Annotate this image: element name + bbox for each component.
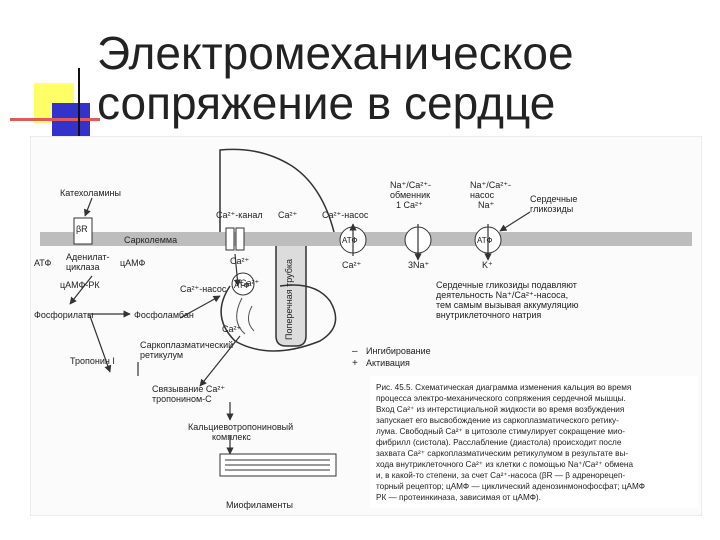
legend-minus-sign: – [352, 346, 358, 357]
sr-folds [236, 297, 255, 335]
label-glycosides-2: гликозиды [530, 204, 573, 214]
label-exchanger-2: обменник [390, 190, 430, 200]
t-tubule-shape [275, 246, 307, 347]
label-complex-2: комплекс [212, 432, 251, 442]
label-t-tubule: Поперечная трубка [284, 259, 294, 340]
caption-line-9: и, в какой-то степени, за счет Ca²⁺-насо… [376, 471, 625, 480]
label-ca-pump-top: Ca²⁺-насос [322, 210, 369, 220]
label-glycosides-1: Сердечные [530, 194, 577, 204]
label-k-ion: K⁺ [482, 260, 493, 270]
legend-plus-sign: + [352, 358, 358, 369]
label-exchanger-3: 1 Ca²⁺ [396, 200, 423, 210]
label-ca-pump-sr: Ca²⁺-насос [180, 284, 227, 294]
label-sarcolemma: Сарколемма [124, 235, 177, 245]
label-atp-pump: АТФ [342, 236, 357, 245]
caption-line-8: хода внутриклеточного Ca²⁺ из клетки с п… [376, 460, 633, 469]
label-exchanger-out: 3Na⁺ [408, 260, 430, 270]
arrow-ca-binding [199, 335, 241, 387]
cell-outline [219, 148, 335, 233]
label-troponin-i: Тропонин I [70, 356, 115, 366]
caption-line-4: запускает его высвобождение из саркоплаз… [376, 416, 619, 425]
ca-channel-gate-1 [225, 227, 235, 251]
legend-activate: Активация [366, 358, 410, 368]
arrow-catecholamines [83, 197, 93, 217]
ca-channel-gate-2 [235, 227, 245, 251]
arrow-sr-pump [179, 295, 221, 319]
slide-title-line2: сопряжение в сердце [97, 77, 556, 129]
label-adenylate-2: циклаза [66, 262, 100, 272]
label-camp-pk: цАМФ-РК [60, 280, 100, 290]
label-ca-channel: Ca²⁺-канал [216, 210, 263, 220]
label-ca-sr-2: Ca²⁺ [222, 324, 242, 334]
label-phospholamban: Фосфоламбан [134, 310, 194, 320]
label-atp-nak: АТФ [477, 236, 492, 245]
label-glyco-text-1: Сердечные гликозиды подавляют [436, 280, 577, 290]
caption-line-6: фибрилл (систола). Расслабление (диастол… [376, 438, 622, 447]
label-beta-r: βR [76, 224, 88, 234]
label-na-k-1: Na⁺/Ca²⁺- [470, 180, 511, 190]
label-catecholamines: Катехоламины [60, 188, 121, 198]
caption-line-5: лума. Свободный Ca²⁺ в цитозоле стимулир… [376, 427, 625, 436]
label-na-k-2: насос [470, 190, 495, 200]
caption-box [370, 376, 698, 508]
legend-inhibit: Ингибирование [366, 346, 431, 356]
label-glyco-text-4: внутриклеточного натрия [436, 310, 541, 320]
caption-line-11: РК — протеинкиназа, зависимая от цАМФ). [376, 493, 541, 502]
slide-title-line1: Электромеханическое [97, 27, 574, 79]
caption-line-3: Вход Ca²⁺ из интерстициальной жидкости в… [376, 405, 624, 414]
slide-title: Электромеханическое сопряжение в сердце [97, 28, 574, 128]
caption-line-10: торный рецептор; цАМФ — циклический аден… [376, 482, 645, 491]
label-binding-2: тропонином-С [152, 394, 212, 404]
label-ca-pump-top-ion: Ca²⁺ [342, 260, 362, 270]
label-glyco-text-2: деятельность Na⁺/Ca²⁺-насоса, [436, 290, 568, 300]
sr-shape [220, 284, 337, 352]
arrow-troponin [89, 315, 112, 373]
label-ca-inflow: Ca²⁺ [230, 256, 250, 266]
label-myofilaments: Миофиламенты [226, 500, 293, 510]
coupling-diagram: Катехоламины βR Сарколемма АТФ Аденилат-… [30, 136, 702, 516]
label-glyco-text-3: тем самым вызывая аккумуляцию [436, 300, 579, 310]
caption-line-2: процесса электро-механического сопряжени… [376, 394, 626, 403]
label-atp-sr: АТФ [234, 281, 249, 290]
label-camp: цАМФ [120, 258, 146, 268]
arrow-ca-inflow [233, 253, 241, 287]
label-binding-1: Связывание Ca²⁺ [152, 384, 225, 394]
label-sr-1: Саркоплазматический [140, 340, 233, 350]
label-phosphorylation: Фосфорилаты [34, 310, 93, 320]
beta-receptor [73, 217, 93, 245]
caption-line-7: захвата Ca²⁺ саркоплазматическим ретикул… [376, 449, 628, 458]
decor-red-line [10, 118, 100, 121]
decor-vertical-line [78, 68, 80, 140]
label-ca-channel-ion: Ca²⁺ [278, 210, 298, 220]
label-na-k-3: Na⁺ [478, 200, 495, 210]
label-adenylate-1: Аденилат- [66, 252, 109, 262]
label-exchanger-1: Na⁺/Ca²⁺- [390, 180, 431, 190]
label-atp-left: АТФ [34, 258, 51, 268]
label-sr-2: ретикулум [140, 350, 183, 360]
label-ca-sr-1: Ca²⁺ [240, 278, 260, 288]
arrow-camp-pk [69, 275, 93, 305]
label-complex-1: Кальциевотропониновый [188, 422, 293, 432]
caption-line-1: Рис. 45.5. Схематическая диаграмма измен… [376, 383, 631, 392]
arrow-glycosides [499, 211, 531, 232]
